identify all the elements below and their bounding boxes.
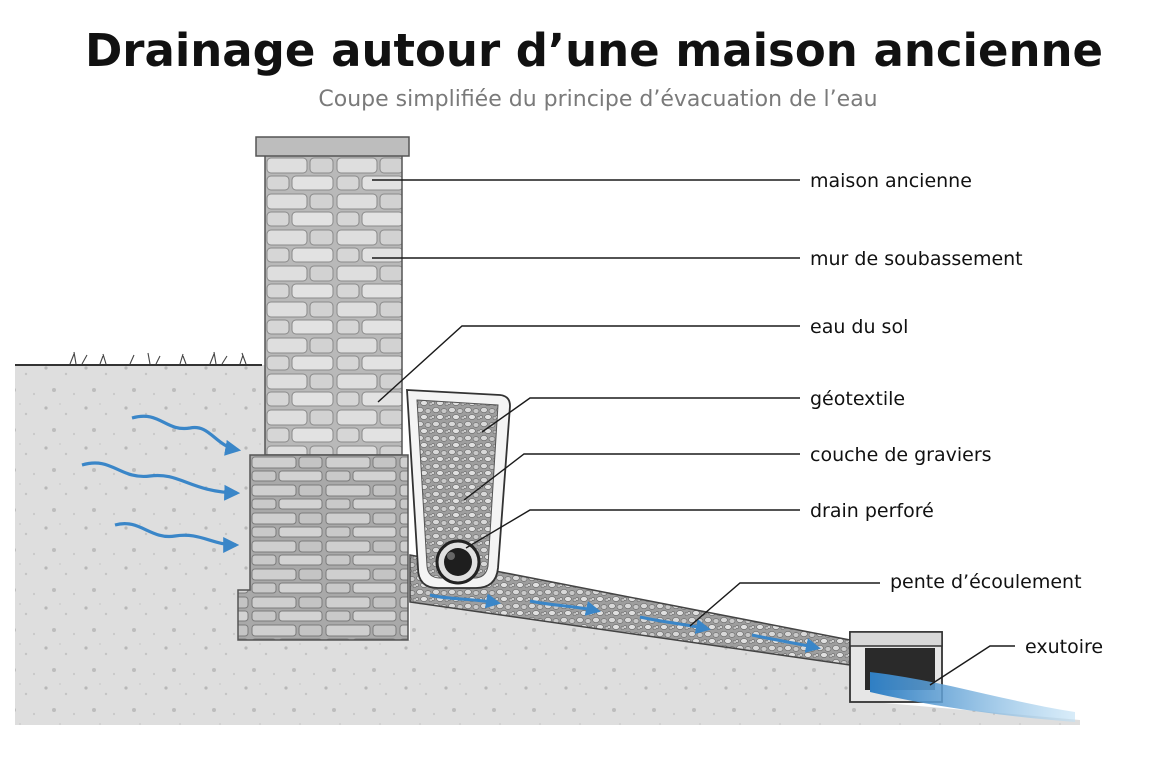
leader-pente xyxy=(689,582,880,627)
leader-eau xyxy=(377,325,800,403)
label-couche-graviers: couche de graviers xyxy=(810,444,992,466)
outlet xyxy=(849,631,943,703)
wall-capstone xyxy=(255,136,410,157)
outflow-water xyxy=(870,672,1075,722)
label-geotextile: géotextile xyxy=(810,388,905,410)
slope-water-arrows xyxy=(429,593,821,653)
leader-graviers xyxy=(463,453,800,501)
grass xyxy=(69,351,247,365)
label-exutoire: exutoire xyxy=(1025,636,1103,658)
perforated-drain xyxy=(435,539,481,585)
gravel-fill xyxy=(416,399,499,579)
label-mur-soubassement: mur de soubassement xyxy=(810,248,1023,270)
foundation-wall xyxy=(237,454,409,641)
leader-geotextile xyxy=(481,397,800,433)
leader-drain xyxy=(465,509,800,549)
leader-exutoire xyxy=(929,645,1015,686)
label-pente-ecoulement: pente d’écoulement xyxy=(890,571,1082,593)
soil-water-arrows xyxy=(81,414,242,553)
diagram-title: Drainage autour d’une maison ancienne xyxy=(85,24,1103,77)
diagram-subtitle: Coupe simplifiée du principe d’évacuatio… xyxy=(318,87,877,112)
label-eau-du-sol: eau du sol xyxy=(810,316,908,338)
house-wall xyxy=(264,154,403,456)
label-maison-ancienne: maison ancienne xyxy=(810,170,972,192)
label-drain-perfore: drain perforé xyxy=(810,500,934,522)
